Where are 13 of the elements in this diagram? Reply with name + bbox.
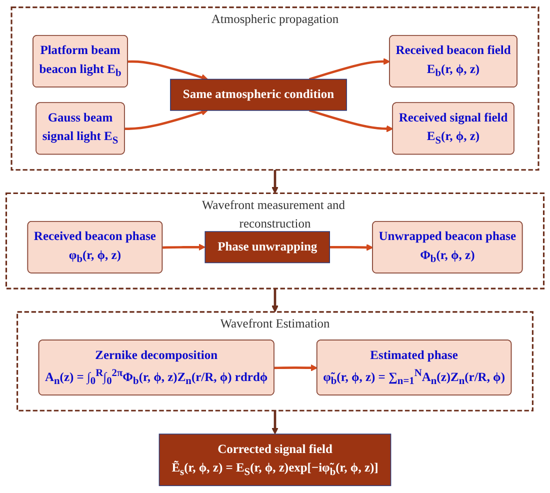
arrow (272, 170, 278, 194)
arrow (308, 109, 394, 132)
arrow (162, 244, 206, 251)
arrow (272, 288, 278, 312)
node-box: Phase unwrapping (204, 231, 330, 264)
node-box: Same atmospheric condition (170, 78, 347, 111)
arrow (272, 410, 278, 434)
arrow (330, 244, 374, 251)
arrow (124, 108, 208, 130)
node-box: Corrected signal field Ẽ$_{s}$(r, ϕ, z) = E$_{S}$(r, ϕ, z)exp[−iφ̃$_{b}$(r, ϕ, z)] (158, 434, 392, 486)
arrow (274, 364, 318, 372)
arrow (308, 58, 390, 80)
arrow (128, 60, 208, 81)
